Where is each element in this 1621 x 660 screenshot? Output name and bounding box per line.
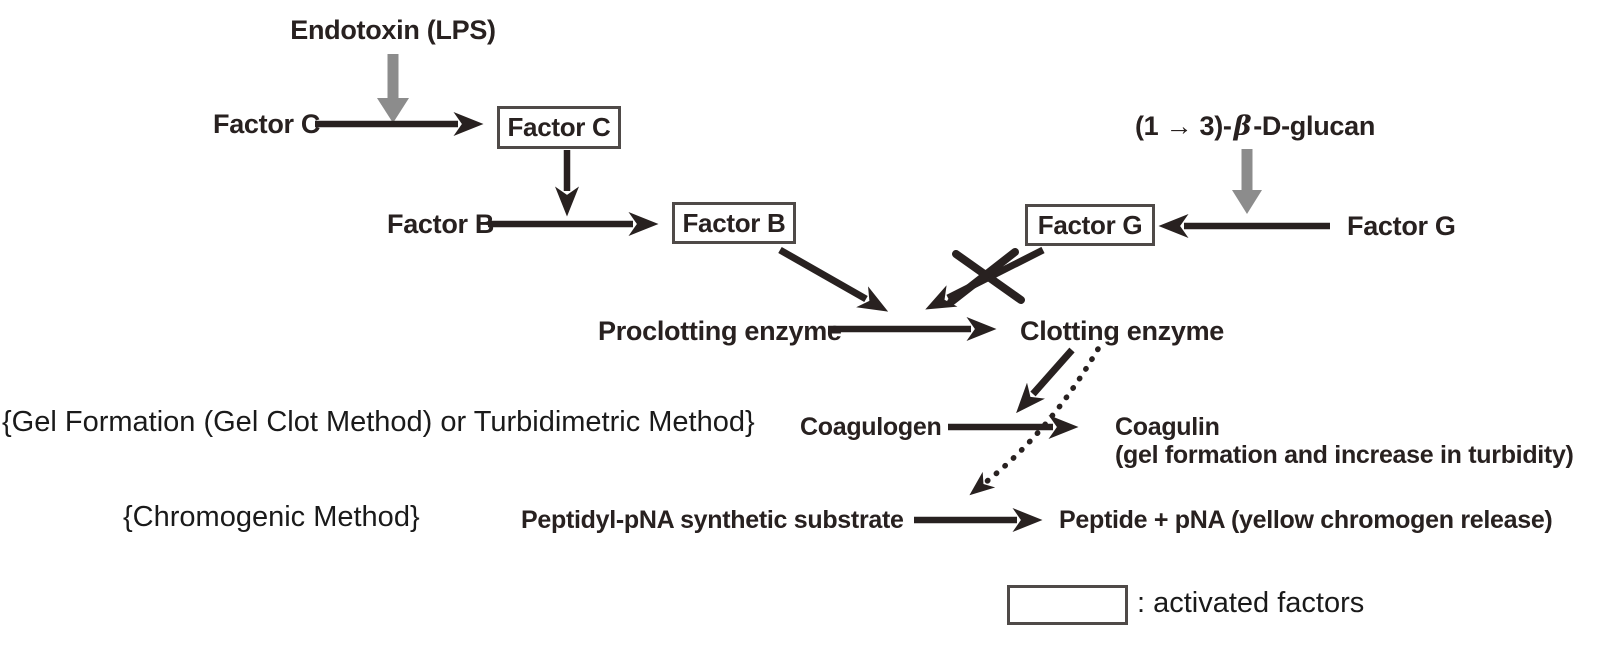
factor-c-activated-label: Factor C [507,112,611,142]
gray-arrow-endotoxin [377,54,409,123]
factor-c-label: Factor C [213,109,321,139]
gel-method-annotation: {Gel Formation (Gel Clot Method) or Turb… [2,406,755,438]
factor-g-activated-box: Factor G [1025,204,1155,246]
glucan-beta: β [1233,111,1252,142]
dotted-arrow-clotting-to-substrate [969,346,1101,496]
chromogenic-method-annotation: {Chromogenic Method} [123,501,420,533]
legend-label: : activated factors [1137,587,1365,619]
product-label: Peptide + pNA (yellow chromogen release) [1059,506,1553,534]
factor-c-activated-box: Factor C [497,106,621,149]
arrow-factor-b-to-proclotting [778,246,889,312]
gray-arrow-glucan [1232,149,1262,214]
proclotting-enzyme-label: Proclotting enzyme [598,316,842,346]
coagulin-note: (gel formation and increase in turbidity… [1115,441,1574,469]
glucan-suffix: -D-glucan [1253,111,1376,141]
glucan-prefix: (1 → 3)- [1134,111,1232,141]
endotoxin-label: Endotoxin (LPS) [290,15,496,45]
factor-g-activated-label: Factor G [1037,209,1143,240]
factor-b-activated-label: Factor B [682,207,786,238]
glucan-label: (1 → 3)-β-D-glucan [1134,111,1376,142]
coagulogen-label: Coagulogen [800,413,942,441]
arrow-clotting-to-coagulogen [1016,347,1075,414]
factor-b-activated-box: Factor B [672,202,796,244]
coagulin-label: Coagulin [1115,413,1220,441]
factor-b-label: Factor B [387,209,495,239]
substrate-label: Peptidyl-pNA synthetic substrate [521,506,904,534]
legend-activated-factor-box [1007,585,1128,625]
x-mark-blocked-pathway [947,248,1025,306]
clotting-enzyme-label: Clotting enzyme [1020,316,1225,346]
factor-g-label: Factor G [1347,211,1456,241]
